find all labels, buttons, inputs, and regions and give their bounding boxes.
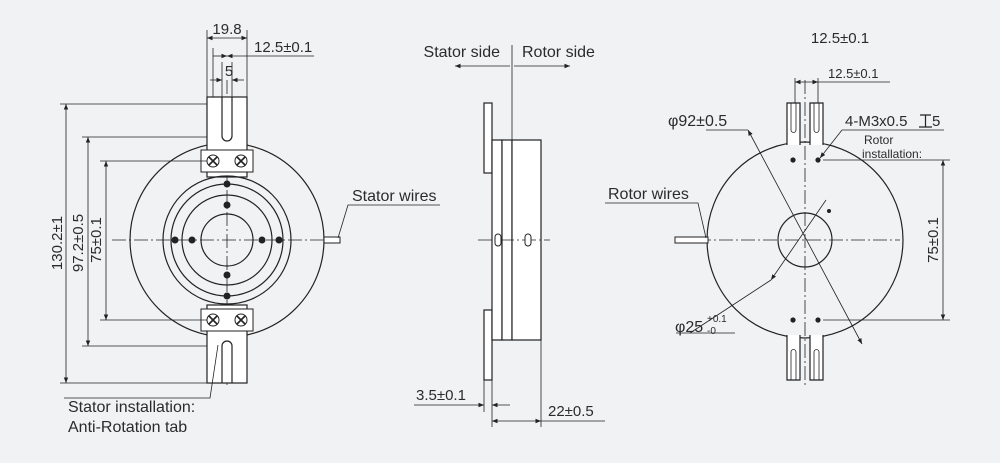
rotor-wire-stub	[674, 236, 709, 244]
dim-outer-height: 130.2±1	[49, 216, 66, 270]
dim-mount-spacing: 75±0.1	[88, 217, 105, 263]
dim-tab-spacing: 97.2±0.5	[70, 214, 87, 272]
rear-view: 12.5±0.1 12.5±0.1 φ92±0.5 4-M3x0.5 5 Rot…	[605, 30, 950, 385]
dim-tab: 12.5±0.1	[828, 66, 879, 81]
stator-wire-stub	[323, 236, 341, 244]
label-rotor-side: Rotor side	[522, 44, 595, 61]
depth-symbol-icon	[919, 114, 932, 128]
screw-icon	[234, 154, 248, 168]
label-stator-side: Stator side	[424, 44, 501, 61]
label-rotor-line1: Rotor	[864, 133, 893, 147]
dim-thread-depth: 5	[932, 113, 940, 130]
dim-top: 12.5±0.1	[811, 30, 869, 47]
stator-plate-bottom	[483, 309, 493, 381]
screw-icon	[234, 313, 248, 327]
mounting-flange	[162, 175, 292, 305]
dim-outer-diameter: φ92±0.5	[668, 113, 727, 130]
dim-tab-width: 19.8	[212, 21, 241, 38]
dim-slot: 5	[225, 63, 233, 80]
label-stator-wires: Stator wires	[352, 188, 436, 205]
dim-thread: 4-M3x0.5	[845, 113, 908, 130]
stator-plate-top	[483, 102, 493, 174]
dim-bore-upper-tol: +0.1	[707, 314, 727, 325]
label-rotor-line2: installation:	[862, 147, 922, 161]
dim-tab-thickness: 3.5±0.1	[416, 387, 466, 404]
label-tab-line2: Anti-Rotation tab	[68, 419, 187, 436]
screw-icon	[206, 154, 220, 168]
screw-icon	[206, 313, 220, 327]
dim-mount-spacing: 75±0.1	[925, 217, 942, 263]
label-tab-line1: Stator installation:	[68, 399, 195, 416]
front-view: 19.8 12.5±0.1 5 130.2±1 97.2±0.5 75±0.1 …	[49, 21, 440, 436]
dim-bore: φ25	[675, 319, 703, 336]
center-bore	[200, 213, 254, 267]
side-view: Stator side Rotor side 3.5±0.1 22±0.5	[414, 44, 605, 427]
label-rotor-wires: Rotor wires	[608, 186, 689, 203]
dim-body-thickness: 22±0.5	[548, 403, 594, 420]
dim-tab-offset: 12.5±0.1	[254, 39, 312, 56]
dim-bore-lower-tol: -0	[707, 326, 716, 337]
